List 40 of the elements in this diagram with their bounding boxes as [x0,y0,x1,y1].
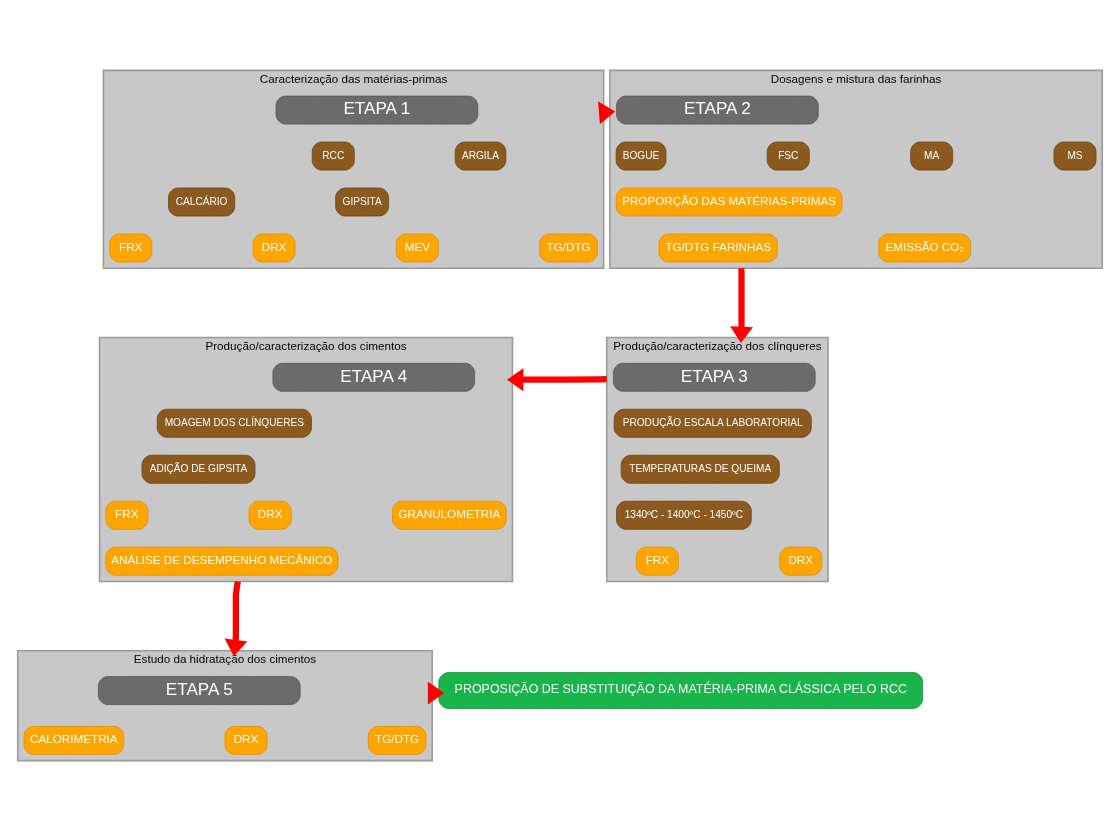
arrow [598,101,616,125]
arrow [730,268,753,343]
node-box: DRX [224,726,268,755]
node-box: ETAPA 1 [275,95,479,125]
node-box: PROPORÇÃO DAS MATÉRIAS-PRIMAS [615,187,843,217]
node-box: BOGUE [615,141,667,171]
node-box: CALCÁRIO [168,187,236,217]
node-box: DRX [779,546,823,576]
node-box: MOAGEM DOS CLÍNQUERES [156,408,312,438]
node-box: ETAPA 2 [616,95,819,125]
node-box: GIPSITA [335,187,389,217]
node-box: TG/DTG [539,233,598,263]
node-box: GRANULOMETRIA [392,500,507,530]
node-box: PROPOSIÇÃO DE SUBSTITUIÇÃO DA MATÉRIA-PRIMA CLÁSSICA PELO RCC [438,672,924,709]
node-box: EMISSÃO CO₂ [878,233,971,263]
node-box: FRX [109,233,153,263]
node-box: MS [1053,141,1097,171]
node-box: FRX [105,500,149,530]
node-box: TG/DTG [367,726,427,755]
arrow [224,580,248,657]
node-box: ADIÇÃO DE GIPSITA [141,454,256,484]
node-box: FRX [635,546,679,576]
node-box: DRX [248,500,292,530]
node-box: PRODUÇÃO ESCALA LABORATORIAL [613,408,812,438]
node-box: RCC [311,141,355,171]
node-box: DRX [252,233,296,263]
node-box: ETAPA 4 [272,362,476,392]
arrow [427,681,445,705]
node-box: TG/DTG FARINHAS [658,233,778,263]
node-box: CALORIMETRIA [23,726,125,755]
node-box: ARGILA [454,141,507,171]
node-box: FSC [766,141,810,171]
node-box: TEMPERATURAS DE QUEIMA [620,454,780,484]
node-box: MA [910,141,954,171]
node-box: ETAPA 5 [98,676,301,705]
node-box: ETAPA 3 [613,362,816,392]
node-box: ANÁLISE DE DESEMPENHO MECÂNICO [105,546,339,576]
node-box: 1340ºC - 1400ºC - 1450ºC [616,500,752,530]
node-box: MEV [396,233,439,263]
arrow [507,368,607,392]
